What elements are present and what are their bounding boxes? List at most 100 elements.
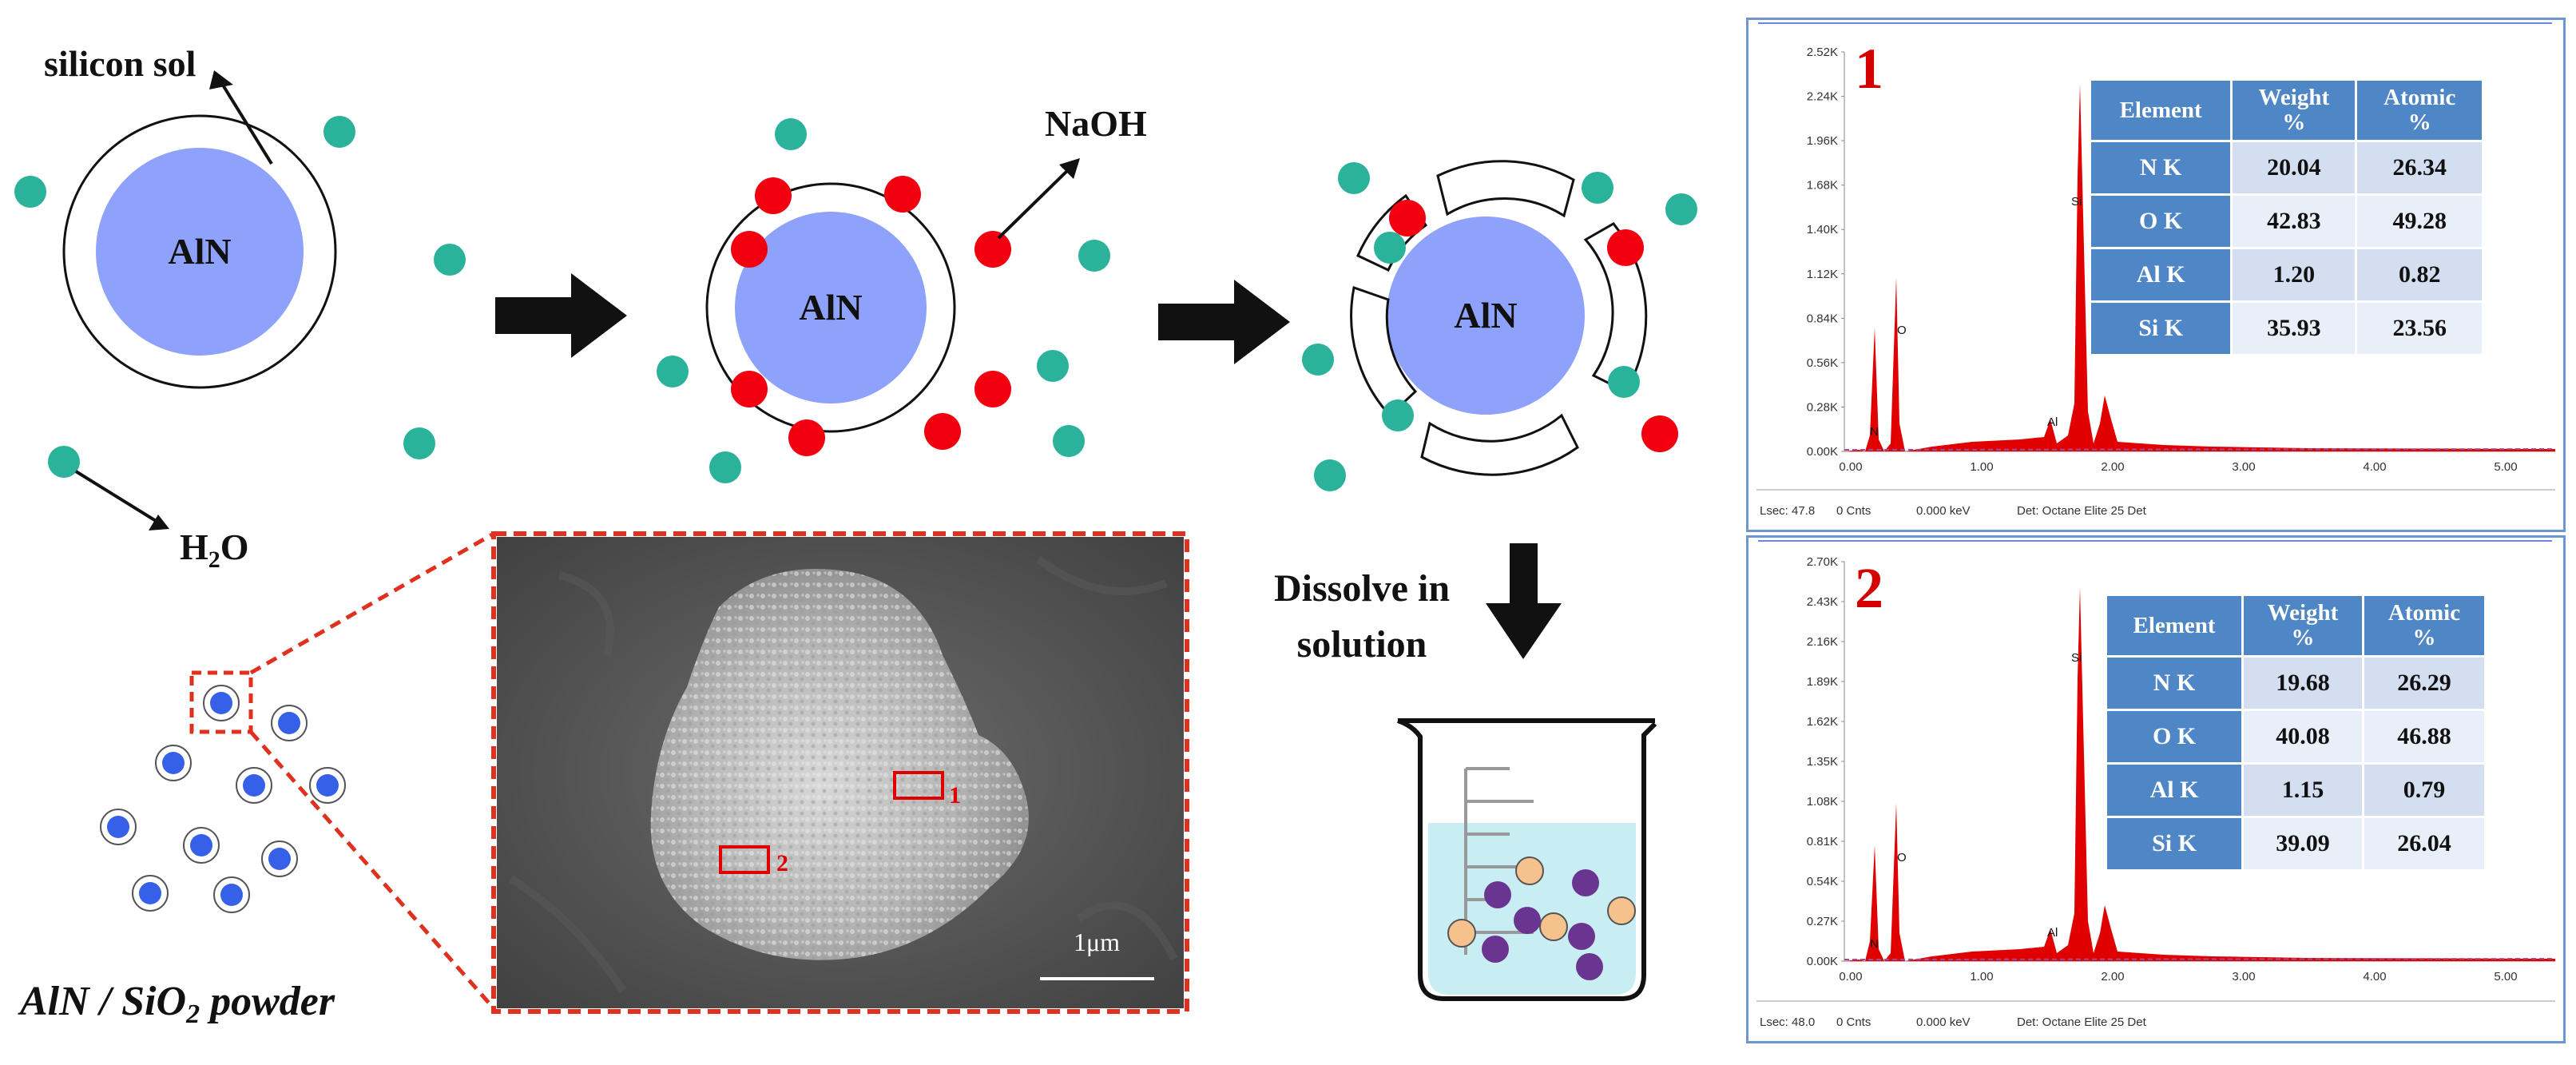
x-tick-label: 4.00 (2363, 460, 2386, 474)
dissolved-ions (1482, 869, 1603, 980)
scale-bar-label: 1μm (1074, 928, 1120, 956)
particle-coated: AlN (62, 114, 337, 389)
status-kev: 0.000 keV (1916, 1015, 1971, 1029)
zoom-line (249, 531, 495, 675)
water-icon (1053, 425, 1085, 457)
water-icon (709, 451, 741, 483)
x-tick-label: 2.00 (2101, 460, 2124, 474)
col-header: Weight % (2241, 594, 2364, 658)
y-tick-label: 0.00K (1807, 955, 1838, 968)
aln-core (735, 212, 927, 403)
y-tick-label: 1.89K (1807, 675, 1838, 689)
y-tick-label: 1.68K (1807, 179, 1838, 193)
naoh-icon (924, 413, 961, 450)
peak-label-o: O (1897, 851, 1907, 864)
y-tick-label: 2.16K (1807, 635, 1838, 649)
peak-label-n: N (1870, 425, 1879, 439)
water-icon (1302, 344, 1334, 376)
naoh-molecules-3 (1389, 200, 1678, 452)
naoh-icon (755, 177, 792, 214)
water-icon (1037, 350, 1069, 382)
status-counts: 0 Cnts (1836, 504, 1871, 518)
naoh-icon (788, 419, 825, 456)
x-tick-label: 0.00 (1839, 460, 1862, 474)
arrowhead-icon (149, 515, 169, 531)
silicon-sol-label: silicon sol (44, 43, 196, 84)
naoh-icon (974, 371, 1011, 407)
peak-label-si: Si (2071, 651, 2082, 665)
x-tick-label: 2.00 (2101, 970, 2124, 984)
water-icon (775, 118, 807, 150)
col-header: Atomic % (2361, 594, 2487, 658)
y-tick-label: 2.52K (1807, 46, 1838, 59)
dissolve-label-line2: solution (1297, 623, 1427, 666)
arrowhead-icon (209, 70, 233, 89)
eds-spectrum-2: 2.70K2.43K2.16K1.89K1.62K1.35K1.08K0.81K… (1756, 540, 2556, 1002)
status-counts: 0 Cnts (1836, 1015, 1871, 1029)
x-tick-label: 4.00 (2363, 970, 2386, 984)
y-tick-label: 1.08K (1807, 795, 1838, 809)
naoh-icon (974, 231, 1011, 268)
peak-label-al: Al (2047, 415, 2058, 429)
aln-core (96, 148, 304, 356)
x-tick-label: 3.00 (2232, 970, 2255, 984)
zoom-line (249, 730, 495, 1010)
water-icon (323, 116, 355, 148)
x-tick-label: 3.00 (2232, 460, 2255, 474)
peak-label-o: O (1897, 324, 1907, 337)
water-icon (657, 356, 689, 387)
y-tick-label: 2.24K (1807, 90, 1838, 104)
x-tick-label: 0.00 (1839, 970, 1862, 984)
y-tick-label: 1.62K (1807, 715, 1838, 729)
naoh-icon (731, 231, 768, 268)
naoh-icon (1641, 415, 1678, 452)
water-molecules-3 (1302, 162, 1697, 491)
aln-label: AlN (799, 287, 862, 328)
status-detector: Det: Octane Elite 25 Det (2017, 504, 2146, 518)
aln-core (1387, 217, 1585, 415)
sem-region-1-label: 1 (949, 782, 961, 809)
water-icon (1338, 162, 1370, 194)
dissolve-label-line1: Dissolve in (1274, 567, 1450, 610)
water-icon (1078, 240, 1110, 272)
naoh-pointer (997, 166, 1072, 240)
panel-number: 1 (1855, 37, 1883, 101)
zoom-source-box (189, 670, 253, 734)
water-pointer (74, 470, 161, 525)
col-header: Atomic % (2355, 78, 2484, 142)
water-icon (1665, 193, 1697, 225)
x-tick-label: 1.00 (1970, 460, 1993, 474)
water-icon (1314, 459, 1346, 491)
y-tick-label: 1.12K (1807, 268, 1838, 281)
status-detector: Det: Octane Elite 25 Det (2017, 1015, 2146, 1029)
particle-naoh-attack: AlN (705, 182, 956, 433)
peak-label-n: N (1870, 937, 1879, 951)
water-icon (434, 244, 466, 276)
water-icon (1582, 172, 1613, 204)
powder-label: AlN / SiO2 powder (18, 979, 335, 1029)
water-icon (1374, 232, 1406, 264)
down-arrow-icon (1486, 543, 1562, 659)
water-icon (14, 176, 46, 208)
water-icon (1608, 366, 1640, 398)
dissolved-particles (1447, 856, 1636, 948)
naoh-label: NaOH (1045, 103, 1147, 144)
col-header: Element (2104, 594, 2245, 658)
sem-region-2 (719, 845, 770, 874)
water-icon (403, 427, 435, 459)
sem-region-2-label: 2 (776, 850, 788, 876)
y-tick-label: 0.28K (1807, 400, 1838, 414)
h2o-label: H2O (180, 527, 249, 573)
col-header: Weight % (2230, 78, 2358, 142)
naoh-molecules-2 (731, 176, 1011, 456)
naoh-icon (884, 176, 921, 213)
naoh-icon (1389, 200, 1426, 236)
y-tick-label: 0.81K (1807, 835, 1838, 848)
col-header: Element (2088, 78, 2233, 142)
